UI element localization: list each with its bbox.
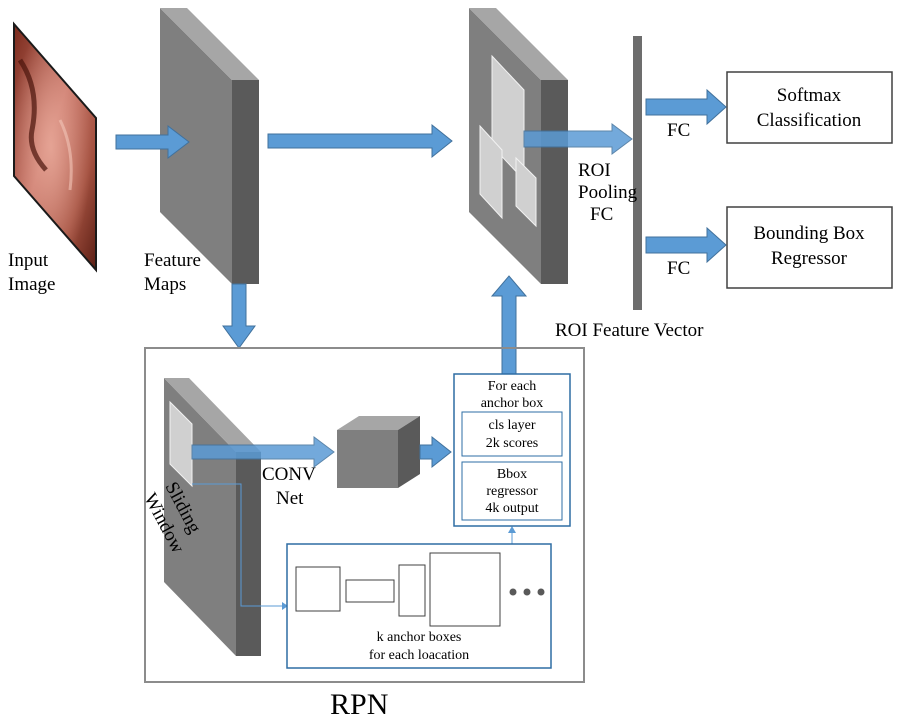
arrow-vector-to-softmax xyxy=(645,88,727,126)
conv-net-cube xyxy=(337,416,420,488)
arrow-features-to-roi xyxy=(267,123,453,159)
bbox-regressor-box xyxy=(726,206,893,289)
fc-top-label: FC xyxy=(667,120,690,141)
anchor-box-tall xyxy=(398,564,426,617)
anchor-box-wide xyxy=(345,579,395,603)
ellipsis-dot xyxy=(537,588,545,596)
arrow-conv-to-heads xyxy=(419,435,452,469)
rpn-label: RPN xyxy=(330,688,388,719)
roi-feature-vector-label: ROI Feature Vector xyxy=(555,320,704,341)
feature-maps-block xyxy=(160,8,259,284)
cls-layer-box xyxy=(461,411,563,457)
arrow-vector-to-bbox xyxy=(645,226,727,264)
roi-right xyxy=(515,156,537,228)
fc-bottom-label: FC xyxy=(667,258,690,279)
sliding-window-patch xyxy=(169,400,193,488)
anchor-box-square xyxy=(295,566,341,612)
window-to-anchors-connector xyxy=(192,483,282,607)
ellipsis-dot xyxy=(523,588,531,596)
roi-left xyxy=(479,124,503,220)
roi-feature-vector-bar xyxy=(633,36,642,310)
arrow-roi-to-vector xyxy=(523,123,633,155)
input-image-picture xyxy=(13,21,97,273)
arrow-features-to-rpn xyxy=(222,283,256,349)
arrow-window-to-conv xyxy=(191,436,335,468)
arrow-rpn-to-roi xyxy=(490,275,528,375)
arrow-input-to-features xyxy=(115,124,190,160)
ellipsis-dot xyxy=(509,588,517,596)
softmax-box xyxy=(726,71,893,144)
anchor-box-large xyxy=(429,552,501,627)
rpn-frame xyxy=(144,347,585,683)
bbox-layer-box xyxy=(461,461,563,521)
